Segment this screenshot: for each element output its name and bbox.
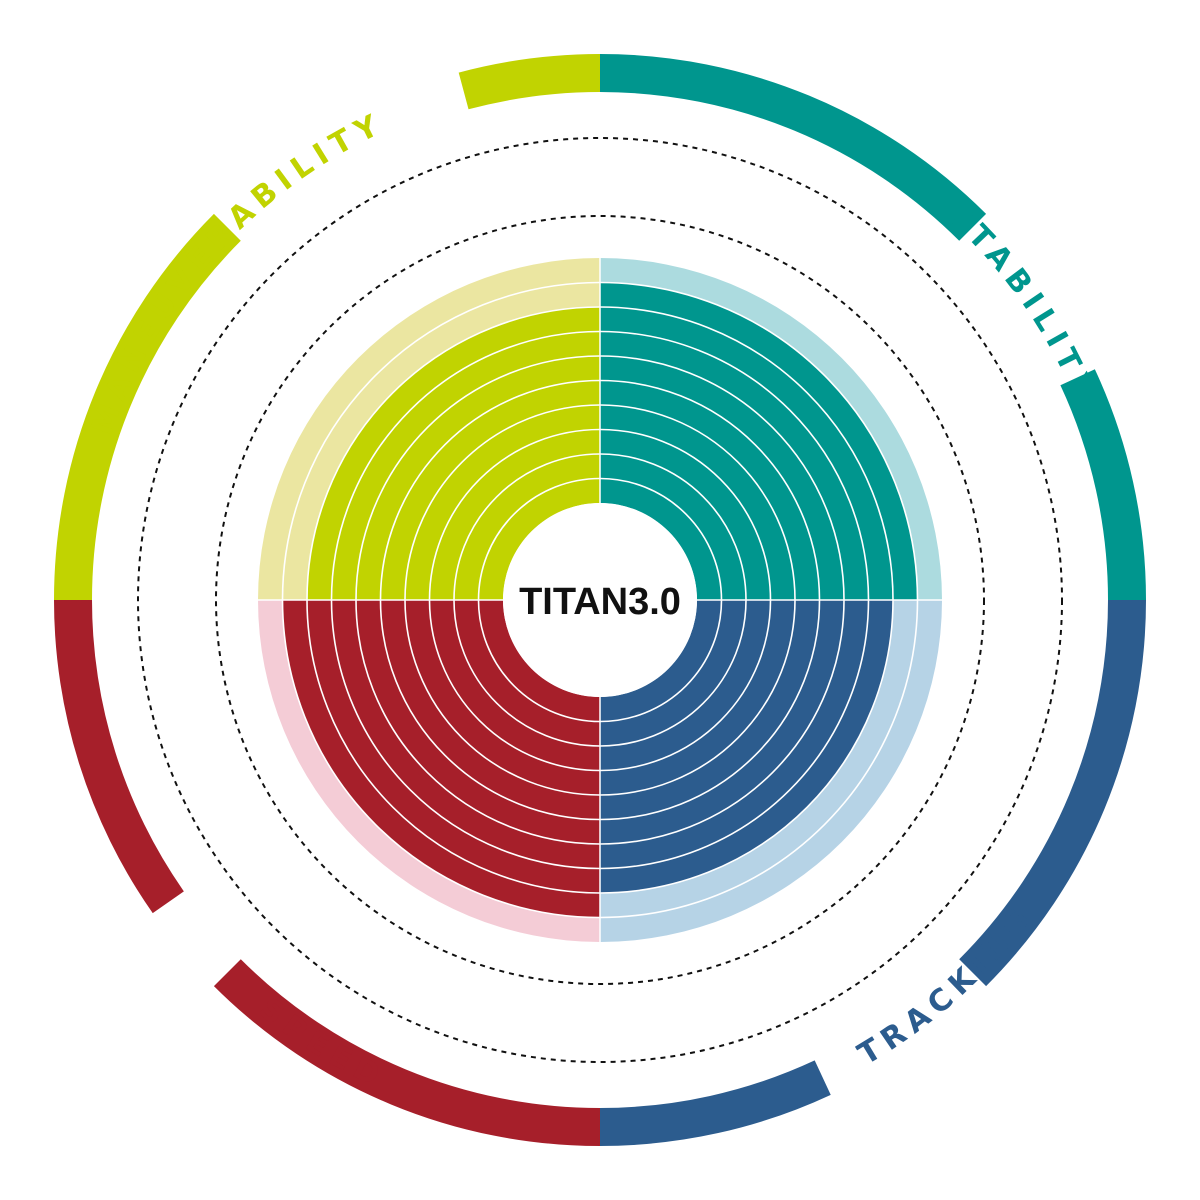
center-title: TITAN3.0	[519, 581, 681, 623]
inner-dashed-ring	[215, 215, 985, 985]
maneuverability-outer-arc	[458, 54, 600, 110]
center-hole	[503, 503, 697, 697]
tracking-bar	[600, 600, 893, 893]
speed-outer-arc	[213, 959, 601, 1146]
tracking-outer-arc	[600, 1060, 831, 1146]
speed-label: SPEED	[252, 991, 391, 1096]
stability-outer-arc	[600, 54, 987, 241]
stability-label: STABILITY	[940, 197, 1103, 409]
tracking-outer-arc	[959, 600, 1146, 987]
speed-bar	[282, 600, 600, 918]
stability-bar	[600, 282, 918, 600]
stability-outer-arc	[1060, 369, 1146, 600]
tracking-label: TRACKING	[852, 897, 1041, 1072]
maneuverability-bar	[307, 307, 600, 600]
speed-outer-arc	[54, 600, 184, 914]
outer-category-arcs	[54, 54, 1146, 1146]
ring-dividers	[258, 258, 942, 942]
maneuverability-outer-arc	[54, 213, 241, 601]
outer-dashed-ring	[137, 137, 1063, 1063]
